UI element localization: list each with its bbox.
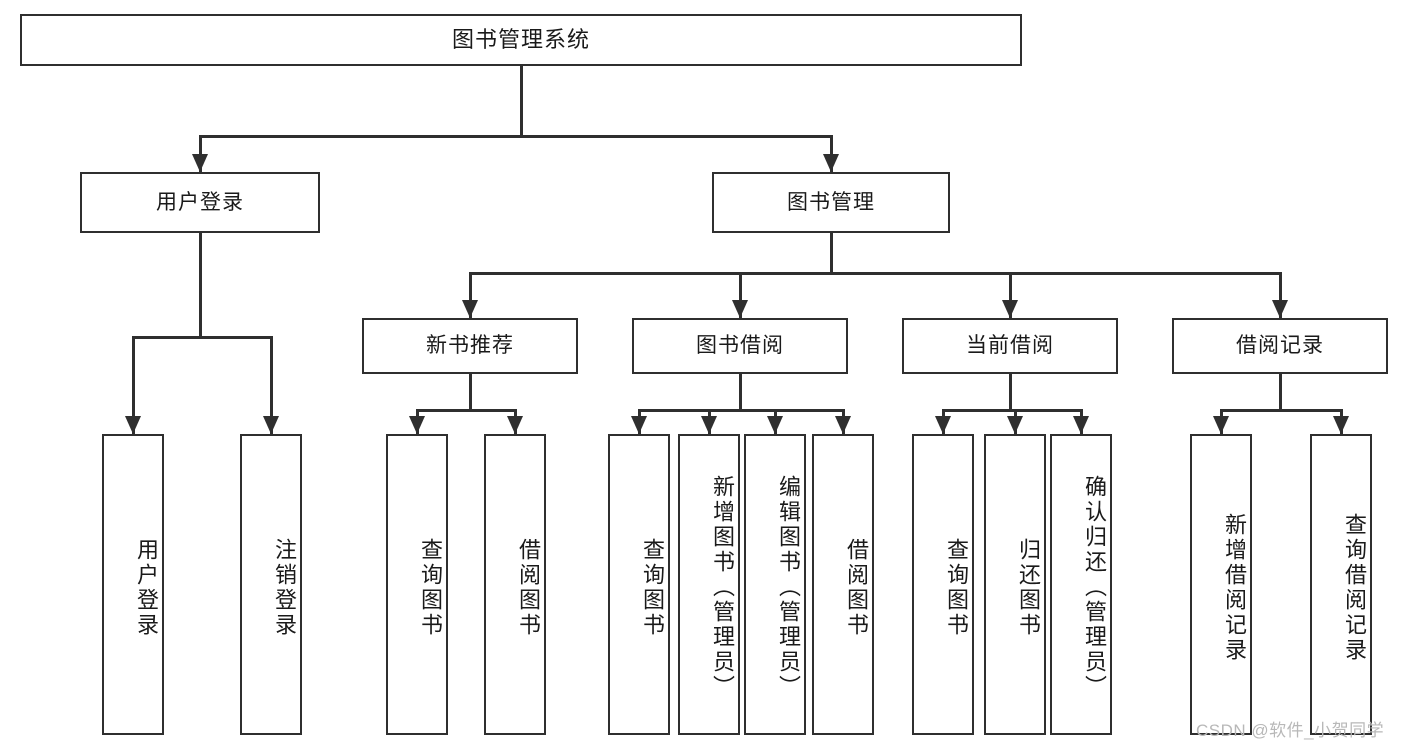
- connector-to-leaf: [132, 336, 135, 434]
- node-label: 查询图书: [944, 537, 969, 638]
- connector-group-stem: [739, 374, 742, 409]
- connector-to-leaf: [270, 336, 273, 434]
- arrowhead-icon: [1272, 300, 1288, 318]
- node-leaf-3: 借阅图书: [484, 434, 546, 735]
- watermark: CSDN @软件_小贺同学: [1196, 721, 1385, 740]
- connector-user-bus: [132, 336, 272, 339]
- node-leaf-4: 查询图书: [608, 434, 670, 735]
- node-label: 借阅图书: [844, 537, 869, 638]
- node-label: 确认归还（管理员）: [1082, 475, 1107, 700]
- node-label: 用户登录: [156, 190, 244, 214]
- connector-group-stem: [1009, 374, 1012, 409]
- node-level1-0: 用户登录: [80, 172, 320, 233]
- node-label: 图书管理: [787, 190, 875, 214]
- arrowhead-icon: [732, 300, 748, 318]
- arrowhead-icon: [409, 416, 425, 434]
- node-level1-1: 图书管理: [712, 172, 950, 233]
- node-leaf-10: 确认归还（管理员）: [1050, 434, 1112, 735]
- arrowhead-icon: [125, 416, 141, 434]
- node-leaf-1: 注销登录: [240, 434, 302, 735]
- connector-group-stem: [469, 374, 472, 409]
- arrowhead-icon: [1073, 416, 1089, 434]
- node-label: 图书管理系统: [451, 26, 590, 52]
- node-label: 新增借阅记录: [1222, 512, 1247, 663]
- arrowhead-icon: [1007, 416, 1023, 434]
- arrowhead-icon: [935, 416, 951, 434]
- arrowhead-icon: [1002, 300, 1018, 318]
- node-label: 用户登录: [134, 537, 159, 638]
- node-label: 查询图书: [640, 537, 665, 638]
- arrowhead-icon: [1213, 416, 1229, 434]
- node-label: 注销登录: [272, 537, 297, 638]
- node-label: 借阅图书: [516, 537, 541, 638]
- connector-to-level2: [1279, 272, 1282, 318]
- connector-to-level1: [199, 135, 202, 172]
- arrowhead-icon: [507, 416, 523, 434]
- node-label: 编辑图书（管理员）: [776, 475, 801, 700]
- connector-to-level1: [830, 135, 833, 172]
- node-root-图书管理系统: 图书管理系统: [20, 14, 1022, 66]
- node-leaf-5: 新增图书（管理员）: [678, 434, 740, 735]
- node-leaf-7: 借阅图书: [812, 434, 874, 735]
- arrowhead-icon: [701, 416, 717, 434]
- node-level2-2: 当前借阅: [902, 318, 1118, 374]
- arrowhead-icon: [835, 416, 851, 434]
- node-leaf-9: 归还图书: [984, 434, 1046, 735]
- node-label: 图书借阅: [696, 334, 784, 358]
- node-label: 新增图书（管理员）: [710, 475, 735, 700]
- arrowhead-icon: [192, 154, 208, 172]
- connector-user-stem: [199, 233, 202, 336]
- node-leaf-6: 编辑图书（管理员）: [744, 434, 806, 735]
- connector-group-bus: [942, 409, 1082, 412]
- connector-group-bus: [638, 409, 844, 412]
- arrowhead-icon: [462, 300, 478, 318]
- node-level2-0: 新书推荐: [362, 318, 578, 374]
- node-leaf-12: 查询借阅记录: [1310, 434, 1372, 735]
- connector-group-stem: [1279, 374, 1282, 409]
- connector-book-bus: [469, 272, 1281, 275]
- node-label: 归还图书: [1016, 537, 1041, 638]
- node-leaf-8: 查询图书: [912, 434, 974, 735]
- connector-group-bus: [1220, 409, 1342, 412]
- connector-to-level2: [1009, 272, 1012, 318]
- arrowhead-icon: [823, 154, 839, 172]
- arrowhead-icon: [631, 416, 647, 434]
- node-leaf-2: 查询图书: [386, 434, 448, 735]
- connector-book-stem: [830, 233, 833, 272]
- node-leaf-0: 用户登录: [102, 434, 164, 735]
- connector-root-bus: [199, 135, 832, 138]
- node-label: 查询借阅记录: [1342, 512, 1367, 663]
- connector-to-level2: [739, 272, 742, 318]
- arrowhead-icon: [767, 416, 783, 434]
- node-level2-1: 图书借阅: [632, 318, 848, 374]
- node-level2-3: 借阅记录: [1172, 318, 1388, 374]
- node-label: 借阅记录: [1236, 334, 1324, 358]
- arrowhead-icon: [263, 416, 279, 434]
- node-label: 当前借阅: [966, 334, 1054, 358]
- connector-root-stem: [520, 66, 523, 135]
- arrowhead-icon: [1333, 416, 1349, 434]
- connector-to-level2: [469, 272, 472, 318]
- node-label: 查询图书: [418, 537, 443, 638]
- node-label: 新书推荐: [426, 334, 514, 358]
- connector-group-bus: [416, 409, 516, 412]
- node-leaf-11: 新增借阅记录: [1190, 434, 1252, 735]
